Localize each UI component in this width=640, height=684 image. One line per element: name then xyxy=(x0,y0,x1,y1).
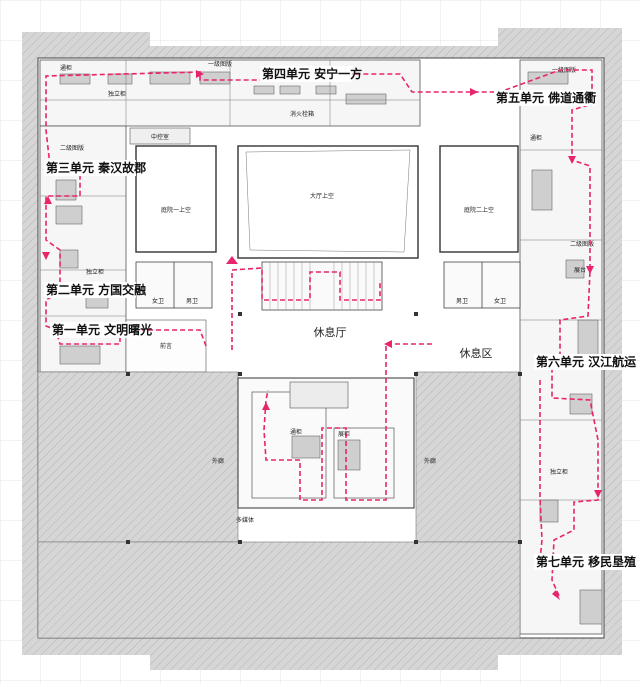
south-block xyxy=(37,541,521,639)
ext-corridor-right-label: 外廊 xyxy=(424,457,436,465)
visitor-route-east-return xyxy=(539,380,543,561)
room-label-13: 二级图版 xyxy=(570,240,594,248)
women2-toilet-label: 女卫 xyxy=(494,297,506,305)
rest-hall-label: 休息厅 xyxy=(314,325,347,339)
lobby-void xyxy=(237,145,419,259)
women-toilet-label: 女卫 xyxy=(152,297,164,305)
room-label-1: 独立柜 xyxy=(108,90,126,98)
unit3-label-bg xyxy=(44,160,136,176)
room-label-6: 独立柜 xyxy=(86,268,104,276)
room-label-10: 多媒体 xyxy=(236,516,254,524)
room-label-11: 通柜 xyxy=(290,428,302,436)
unit-label-3: 第三单元 秦汉故郡 xyxy=(46,160,146,175)
unit7-label-bg xyxy=(534,554,630,570)
exhibit-cases xyxy=(55,71,603,625)
men-toilet-label: 男卫 xyxy=(186,298,198,305)
unit-label-2: 第二单元 方国交融 xyxy=(46,282,146,297)
preface-label: 前言 xyxy=(160,342,172,350)
unit4-label-bg xyxy=(260,66,352,82)
room-se xyxy=(333,427,395,499)
ext-corridor-left-label: 外廊 xyxy=(212,457,224,465)
rest-area-label: 休息区 xyxy=(460,346,493,360)
visitor-route-west xyxy=(45,69,599,599)
unit1-label-bg xyxy=(50,322,142,338)
unit-label-5: 第五单元 佛道通衢 xyxy=(496,90,596,105)
courtyard-1 xyxy=(135,145,217,253)
unit-label-4: 第四单元 安宁一方 xyxy=(262,66,362,81)
room-divisions xyxy=(40,60,602,501)
room-label-14: 独立柜 xyxy=(550,468,568,476)
southwest-block xyxy=(37,371,239,543)
men2-toilet-label: 男卫 xyxy=(456,298,468,305)
room-label-5: 消火栓箱 xyxy=(290,110,314,118)
courtyard-2 xyxy=(439,145,519,253)
unit-label-6: 第六单元 汉江航运 xyxy=(536,354,636,369)
courtyard-1-label: 庭院一上空 xyxy=(161,206,191,214)
room-top xyxy=(289,381,349,409)
unit6-label-bg xyxy=(534,354,630,370)
unit2-label-bg xyxy=(44,282,136,298)
room-label-12: 展柜 xyxy=(338,430,350,438)
room-sw xyxy=(251,391,327,499)
courtyard-2-label: 庭院二上空 xyxy=(464,206,494,214)
southeast-block xyxy=(415,371,521,543)
lobby-void-outline xyxy=(245,149,411,253)
lobby-upper-label: 大厅上空 xyxy=(310,192,334,200)
room-label-3: 一级图版 xyxy=(208,60,232,68)
exhibit-case-b xyxy=(337,439,361,471)
room-label-9: 展台 xyxy=(574,266,586,274)
unit5-label-bg xyxy=(494,90,596,106)
room-label-4: 二级图版 xyxy=(60,144,84,152)
exhibit-case-a xyxy=(291,435,321,459)
unit-label-1: 第一单元 文明曙光 xyxy=(52,322,152,337)
central-stairs xyxy=(261,261,383,311)
control-room-label: 中控室 xyxy=(151,133,169,141)
room-label-8: 通柜 xyxy=(530,134,542,142)
room-label-7: 一级图版 xyxy=(552,66,576,74)
column-markers xyxy=(126,312,522,544)
toilets-right: 男卫 女卫 xyxy=(443,261,521,309)
control-room xyxy=(129,127,191,145)
toilets-left: 女卫 男卫 xyxy=(135,261,213,309)
unit-label-7: 第七单元 移民垦殖 xyxy=(536,554,636,569)
visitor-route xyxy=(231,267,381,350)
route-arrows xyxy=(42,70,602,600)
visitor-route-south xyxy=(263,343,432,501)
room-label-2: 通柜 xyxy=(60,64,72,72)
